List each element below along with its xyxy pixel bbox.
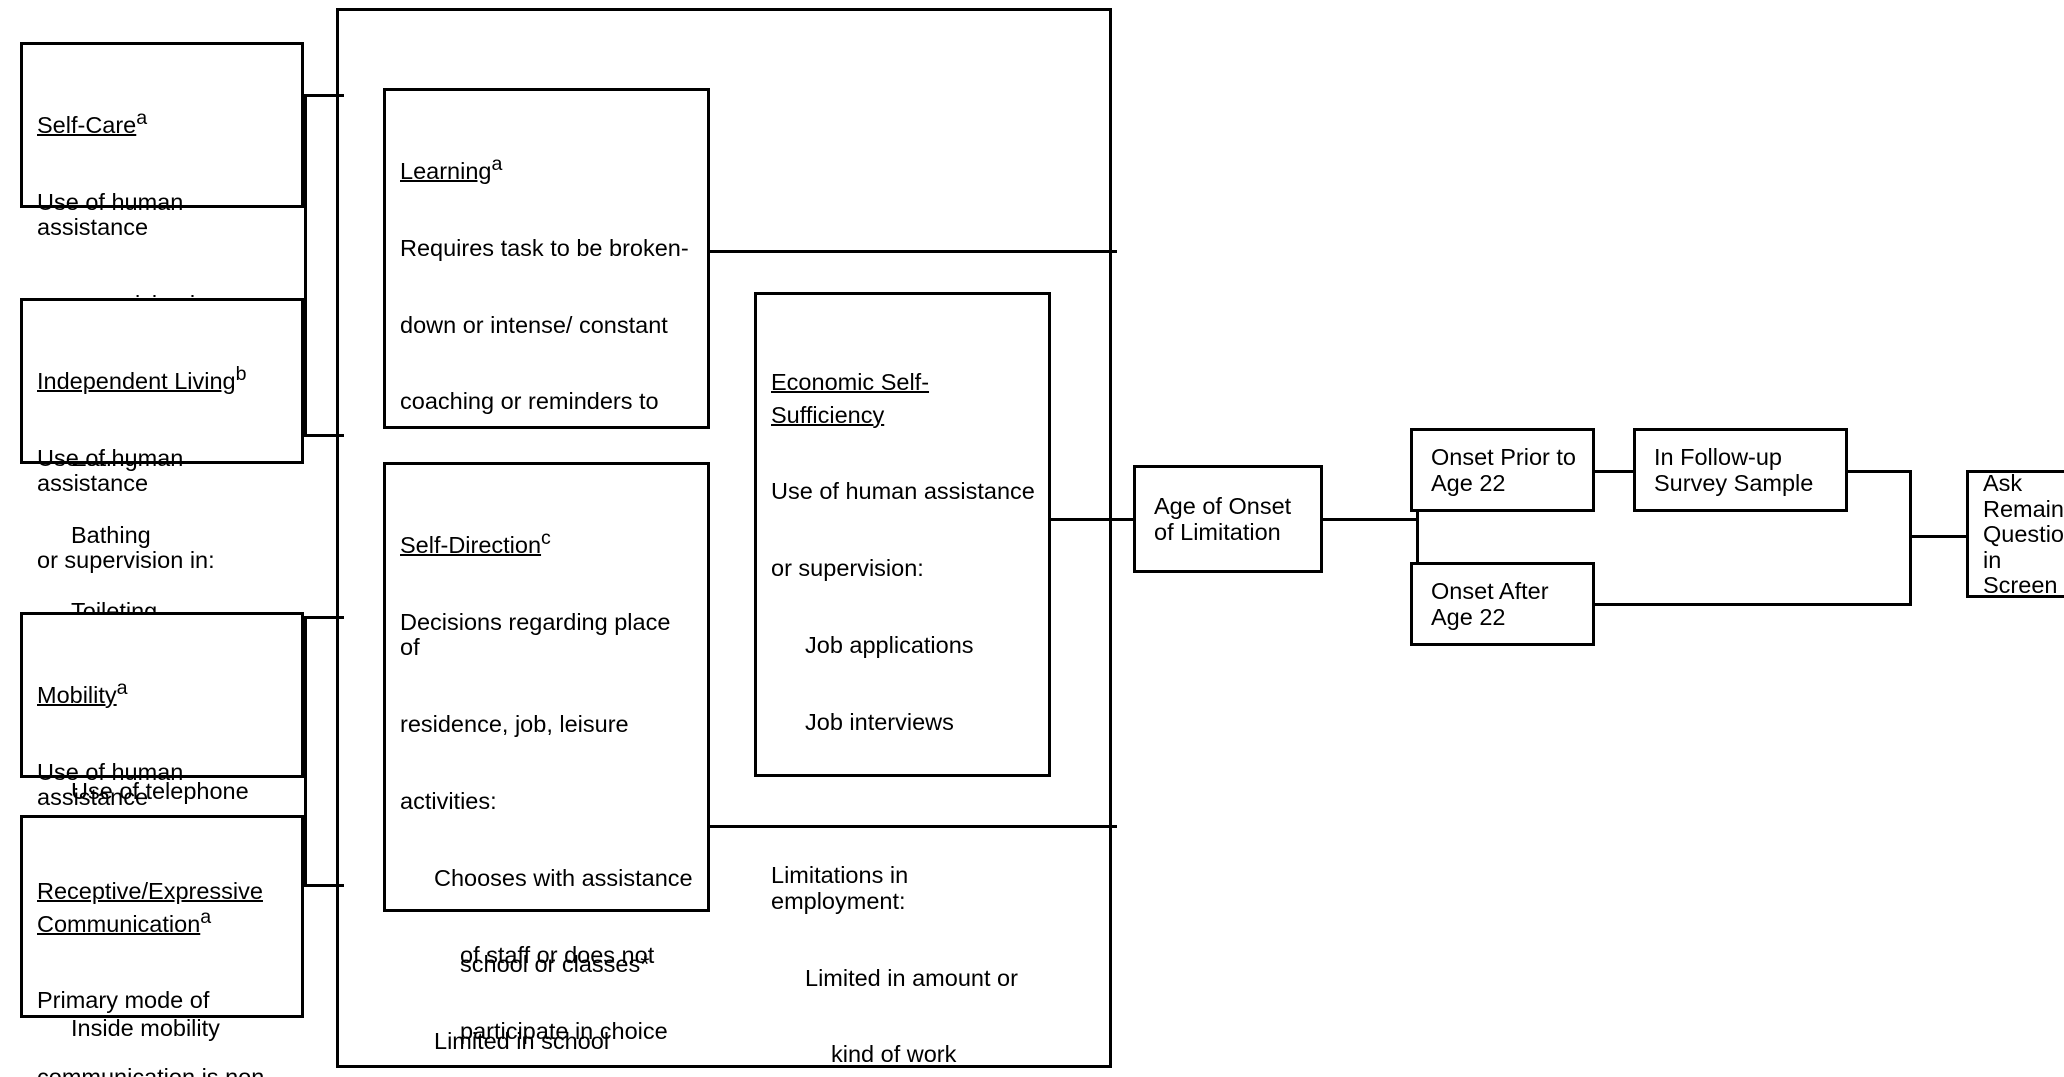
box-communication-header-text: Receptive/Expressive Communication xyxy=(37,878,263,937)
connector-followup-right xyxy=(1847,470,1912,473)
box-learning-line: school or classes* xyxy=(460,951,650,978)
box-ask-remaining-content: Ask Remaining Questions in Screen xyxy=(1969,470,2064,598)
connector-economic-out xyxy=(1050,518,1120,521)
box-learning-header: Learninga xyxy=(400,153,503,185)
box-self-care[interactable]: Self-Carea Use of human assistance or su… xyxy=(20,42,304,701)
box-economic-self-sufficiency[interactable]: Economic Self-Sufficiency Use of human a… xyxy=(754,292,1051,1067)
box-follow-up-line: Survey Sample xyxy=(1654,470,1814,496)
box-follow-up-line: In Follow-up xyxy=(1654,444,1782,471)
box-in-follow-up-survey-sample[interactable]: In Follow-up Survey Sample xyxy=(1633,428,1848,512)
box-mobility-header: Mobilitya xyxy=(37,677,128,709)
box-self-direction-line: Chooses with assistance xyxy=(434,864,693,891)
spacer xyxy=(771,787,1036,813)
box-self-care-header: Self-Carea xyxy=(37,107,148,139)
box-communication-line: communication is non- xyxy=(37,1065,289,1077)
box-communication-line: Primary mode of xyxy=(37,987,210,1014)
box-onset-after-age-22[interactable]: Onset After Age 22 xyxy=(1410,562,1595,646)
box-onset-prior-line: Age 22 xyxy=(1431,470,1506,496)
box-independent-living-header: Independent Livingb xyxy=(37,363,247,395)
box-self-direction-line: participate in choice xyxy=(460,1018,668,1045)
box-mobility-line: Inside mobility xyxy=(71,1014,220,1041)
box-economic-header: Economic Self-Sufficiency xyxy=(771,369,930,428)
box-independent-living-line: or supervision in: xyxy=(37,547,215,574)
connector-self-care xyxy=(304,94,344,97)
box-ask-remaining-line: Ask xyxy=(1983,470,2023,497)
connector-communication xyxy=(304,884,344,887)
box-learning-line: Limited in school xyxy=(434,1028,610,1055)
box-learning-line: Requires task to be broken- xyxy=(400,234,689,261)
box-economic-line: Use of human assistance xyxy=(771,478,1035,505)
box-age-of-onset[interactable]: Age of Onset of Limitation xyxy=(1133,465,1323,573)
box-onset-after-content: Onset After Age 22 xyxy=(1413,565,1592,643)
connector-independent-living xyxy=(304,434,344,437)
limitations-container xyxy=(336,8,1112,1068)
box-onset-prior-line: Onset Prior to xyxy=(1431,444,1576,471)
connector-mobility xyxy=(304,616,344,619)
box-age-of-onset-line: of Limitation xyxy=(1154,519,1281,545)
box-onset-prior-to-age-22[interactable]: Onset Prior to Age 22 xyxy=(1410,428,1595,512)
box-self-direction[interactable]: Self-Directionc Decisions regarding plac… xyxy=(383,462,710,1044)
connector-trunk-upper xyxy=(304,94,307,437)
connector-onset-to-split xyxy=(1323,518,1418,521)
box-independent-living[interactable]: Independent Livingb Use of human assista… xyxy=(20,298,304,803)
box-age-of-onset-line: Age of Onset xyxy=(1154,493,1292,520)
connector-after-right xyxy=(1595,603,1912,606)
connector-merge-to-ask xyxy=(1909,535,1969,538)
box-economic-line: Job applications xyxy=(805,631,974,658)
box-economic-line: kind of work xyxy=(831,1041,957,1068)
box-ask-remaining-line: in Screen xyxy=(1983,546,2058,599)
box-learning[interactable]: Learninga Requires task to be broken- do… xyxy=(383,88,710,1054)
box-onset-after-line: Onset After xyxy=(1431,578,1549,605)
connector-container-to-onset xyxy=(1110,518,1134,521)
connector-learning-out xyxy=(707,250,1117,253)
box-onset-prior-content: Onset Prior to Age 22 xyxy=(1413,431,1592,509)
box-communication-header: Receptive/Expressive Communicationa xyxy=(37,878,263,937)
box-follow-up-content: In Follow-up Survey Sample xyxy=(1636,431,1845,509)
box-independent-living-line: Use of telephone xyxy=(71,777,249,804)
connector-prior-right xyxy=(1595,470,1635,473)
box-economic-content: Economic Self-Sufficiency Use of human a… xyxy=(757,295,1048,1077)
box-self-direction-line: residence, job, leisure xyxy=(400,711,629,738)
box-mobility-line: Use of human assistance xyxy=(37,758,190,811)
box-self-direction-line: activities: xyxy=(400,787,497,814)
box-learning-line: down or intense/ constant xyxy=(400,311,668,338)
box-self-direction-header: Self-Directionc xyxy=(400,527,551,559)
box-communication-content: Receptive/Expressive Communicationa Prim… xyxy=(23,818,301,1077)
box-self-direction-line: of staff or does not xyxy=(460,941,655,968)
box-ask-remaining-line: Remaining xyxy=(1983,495,2064,522)
box-economic-line: Job interviews xyxy=(805,708,954,735)
box-economic-line: or supervision: xyxy=(771,555,924,582)
box-mobility[interactable]: Mobilitya Use of human assistance or sup… xyxy=(20,612,304,1040)
box-age-of-onset-content: Age of Onset of Limitation xyxy=(1136,468,1320,570)
box-self-direction-line: Decisions regarding place of xyxy=(400,608,677,661)
box-economic-line: Limitations in employment: xyxy=(771,862,915,914)
box-self-direction-content: Self-Directionc Decisions regarding plac… xyxy=(386,465,707,1077)
connector-self-direction-out xyxy=(707,825,1117,828)
box-self-care-line: Bathing xyxy=(71,521,151,548)
box-ask-remaining-line: Questions xyxy=(1983,521,2064,548)
connector-split-vertical xyxy=(1416,470,1419,606)
box-onset-after-line: Age 22 xyxy=(1431,604,1506,630)
box-self-care-line: Use of human assistance xyxy=(37,188,190,241)
box-communication[interactable]: Receptive/Expressive Communicationa Prim… xyxy=(20,815,304,1077)
connector-trunk-lower xyxy=(304,616,307,887)
box-economic-line: Limited in amount or xyxy=(805,964,1018,991)
box-learning-line: coaching or reminders to xyxy=(400,388,659,415)
box-ask-remaining-questions[interactable]: Ask Remaining Questions in Screen xyxy=(1966,470,2064,598)
box-independent-living-line: Use of human assistance xyxy=(37,444,190,497)
